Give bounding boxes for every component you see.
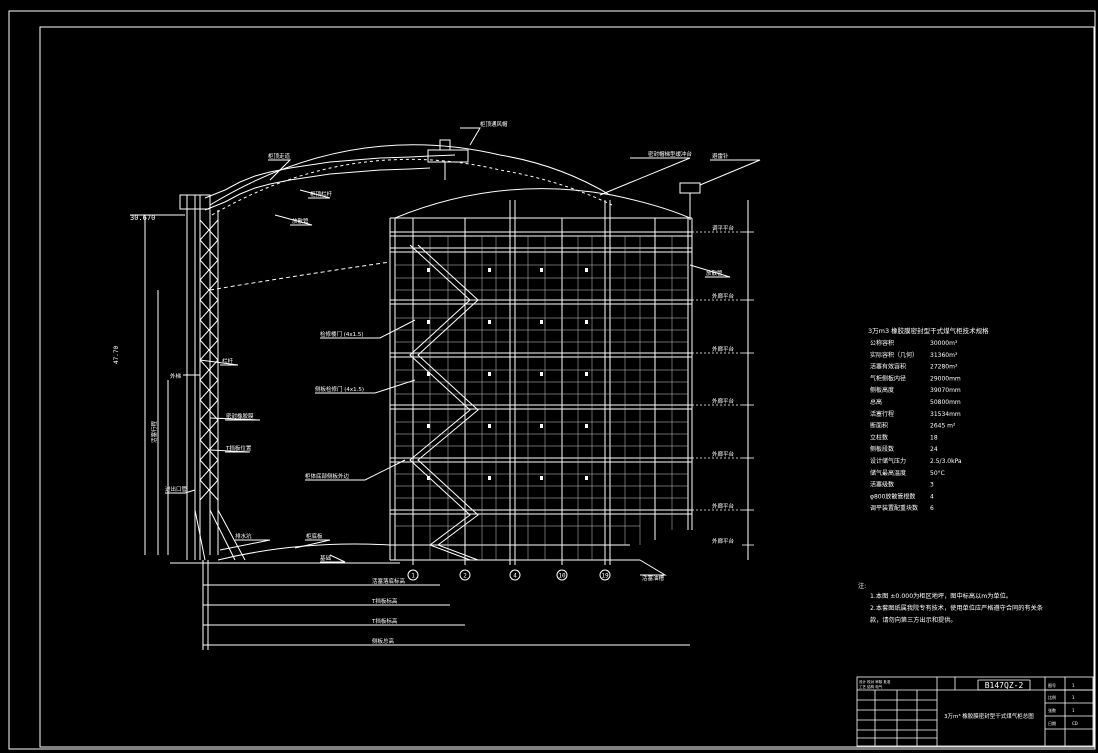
param-label: 储气最高温度: [870, 469, 906, 477]
dim-label-3: T挡板标高: [371, 617, 398, 625]
callout-c3: 柜顶栏杆: [310, 190, 333, 198]
param-value: 29000mm: [930, 375, 961, 382]
title-block-small-1: 设计 校对 审核 批准: [859, 679, 891, 684]
level-label-4: 外廊平台: [712, 397, 735, 405]
tb-right-value-4: CD: [1072, 721, 1078, 726]
param-label: 调平装置配重块数: [870, 504, 918, 512]
callout-c20: 活塞油槽: [642, 574, 665, 582]
callout-c15: T挡板位置: [225, 444, 252, 452]
callout-c17: 排水坑: [235, 532, 252, 540]
level-label-1: 调平平台: [712, 224, 735, 232]
callout-c18: 柜底板: [306, 532, 323, 540]
level-label-7: 外廊平台: [712, 537, 735, 545]
tb-right-label-1: 图号: [1048, 682, 1056, 688]
note-line-3: 款，请勿向第三方出示和提供。: [870, 616, 957, 624]
note-line-2: 2.本套图纸属我院专有技术，使用单位应严格遵守合同的有关条: [870, 604, 1043, 612]
callout-c8: 检修楼门 (4x1.5): [320, 330, 364, 338]
param-value: 39070mm: [930, 387, 961, 394]
dim-label-2: T挡板标高: [371, 597, 398, 605]
inner-border: [39, 26, 1095, 748]
drawing-number: B147QZ-2: [985, 681, 1024, 690]
param-label: 侧板段数: [870, 445, 894, 453]
section-view: [130, 139, 690, 650]
param-value: 18: [930, 434, 938, 441]
elev-side-total: 47.70: [113, 346, 120, 364]
tb-right-label-2: 比例: [1048, 694, 1056, 700]
outer-border: [8, 10, 1096, 750]
param-label: φ800放散管根数: [870, 492, 915, 500]
param-value: 3: [930, 482, 934, 489]
title-block-small-2: 工艺 结构 电气: [859, 684, 883, 689]
callout-c11: 栏杆: [222, 357, 234, 365]
param-value: 30000m³: [930, 340, 958, 347]
axis-label-5: 19: [601, 573, 609, 580]
param-label: 设计储气压力: [870, 457, 906, 465]
level-label-3: 外廊平台: [712, 345, 735, 353]
tb-right-value-3: 1: [1072, 708, 1075, 713]
level-label-5: 外廊平台: [712, 450, 735, 458]
elevation-view: [165, 127, 761, 581]
callouts: 柜顶通风帽 柜顶走道 柜顶栏杆 放散管 密封帽梯型缓冲台 避雷针 放散管 检修楼…: [150, 120, 729, 582]
callout-c19: 基础: [320, 554, 332, 562]
callout-c5: 密封帽梯型缓冲台: [648, 150, 693, 158]
axis-label-3: 4: [513, 573, 517, 580]
callout-c13: 活塞行程: [150, 420, 158, 443]
axis-label-2: 2: [463, 573, 467, 580]
callout-c6: 避雷针: [712, 152, 729, 160]
params-heading: 3万m3 橡胶膜密封型干式煤气柜技术规格: [868, 326, 989, 335]
callout-c16: 进出口管: [165, 485, 188, 493]
param-label: 总高: [870, 398, 882, 406]
notes-heading: 注:: [858, 582, 866, 590]
param-label: 活塞行程: [870, 410, 894, 418]
dim-label-4: 侧板总高: [372, 637, 395, 645]
bottom-dims: 活塞落底标高 T挡板标高 T挡板标高 侧板总高: [371, 577, 406, 645]
tb-right-label-4: 日期: [1048, 720, 1056, 726]
param-label: 实际容积（几何）: [870, 351, 918, 359]
level-label-6: 外廊平台: [712, 502, 735, 510]
axis-labels: 1 2 4 10 19: [411, 573, 609, 580]
param-label: 公称容积: [870, 339, 894, 347]
dim-label-1: 活塞落底标高: [372, 577, 406, 585]
param-label: 侧板高度: [870, 386, 894, 394]
param-value: 2.5/3.0kPa: [930, 458, 962, 465]
level-label-2: 外廊平台: [712, 292, 735, 300]
callout-c1: 柜顶通风帽: [480, 120, 508, 128]
callout-c10: 柜体底部侧板外边: [305, 472, 350, 480]
param-label: 断面积: [870, 422, 888, 430]
param-value: 24: [930, 446, 938, 453]
param-value: 4: [930, 493, 934, 500]
elev-top-label: 30.670: [130, 214, 155, 222]
axis-label-4: 10: [558, 573, 566, 580]
callout-c4: 放散管: [292, 217, 309, 225]
param-value: 6: [930, 505, 934, 512]
tb-right-value-2: 1: [1072, 695, 1075, 700]
axis-label-1: 1: [411, 573, 415, 580]
callout-c2: 柜顶走道: [268, 152, 291, 160]
callout-c12: 外梯: [170, 372, 182, 380]
notes: 注: 1.本图 ±0.000为柜区地坪，图中标高以m为单位。 2.本套图纸属我院…: [858, 582, 1043, 624]
param-label: 活塞有效容积: [870, 363, 906, 371]
tb-right-value-1: 1: [1072, 683, 1075, 688]
param-value: 31534mm: [930, 411, 961, 418]
param-value: 31360m³: [930, 352, 958, 359]
params-table: 3万m3 橡胶膜密封型干式煤气柜技术规格 公称容积 30000m³ 实际容积（几何）…: [868, 326, 989, 512]
callout-c7: 放散管: [706, 269, 723, 277]
param-label: 气柜侧板内径: [870, 374, 906, 382]
param-value: 50800mm: [930, 399, 961, 406]
param-label: 活塞级数: [870, 481, 894, 489]
right-levels: 调平平台 外廊平台 外廊平台 外廊平台 外廊平台 外廊平台 外廊平台: [712, 224, 735, 545]
param-value: 27280m³: [930, 364, 958, 371]
callout-c14: 密封橡胶膜: [226, 412, 254, 420]
param-value: 2645 m²: [930, 423, 956, 430]
param-label: 立柱数: [870, 433, 888, 441]
param-value: 50°C: [930, 470, 945, 477]
callout-c9: 侧板检修门 (4x1.5): [315, 385, 364, 393]
tb-right-label-3: 张数: [1048, 707, 1056, 713]
note-line-1: 1.本图 ±0.000为柜区地坪，图中标高以m为单位。: [870, 592, 1012, 600]
title-block: [856, 676, 1094, 747]
title-block-title: 3万m³ 橡胶膜密封型干式煤气柜总图: [944, 712, 1034, 720]
